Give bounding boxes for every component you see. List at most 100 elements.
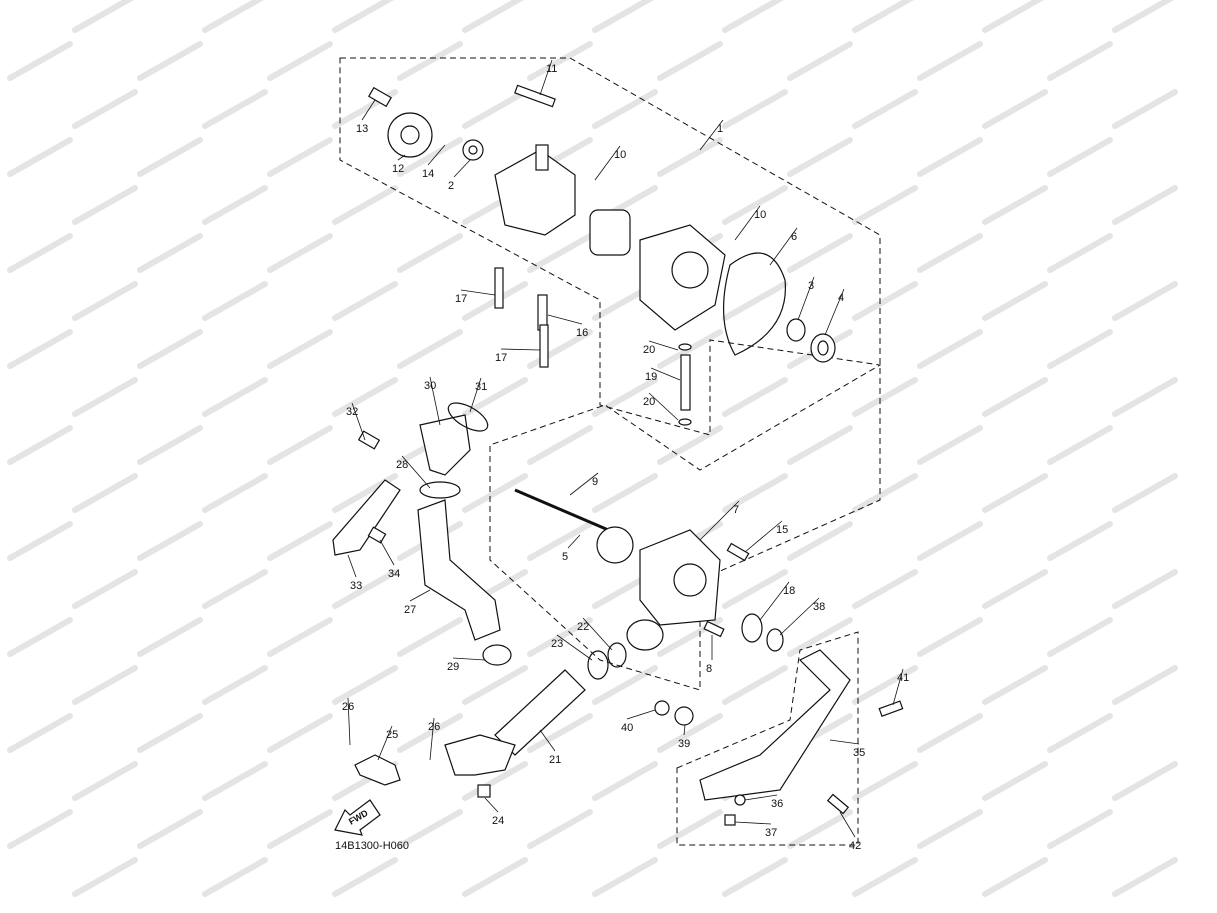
watermark-mark [917,521,983,561]
callout-18: 18 [759,581,795,621]
watermark-mark [722,185,788,225]
pump-housing [494,144,576,236]
watermark-mark [852,0,915,33]
watermark-mark [72,281,138,321]
thermostat-cover-30 [419,414,471,476]
watermark-mark [852,377,918,417]
leader-line [484,797,499,813]
watermark-mark [332,185,398,225]
callout-30: 30 [424,376,441,426]
callout-16: 16 [547,314,588,339]
gasket-6 [723,252,787,356]
leader-line [500,348,541,351]
callout-32: 32 [346,402,366,441]
callout-number: 16 [576,327,588,339]
watermark-mark [137,617,203,657]
watermark-mark [982,473,1048,513]
watermark-mark [7,329,73,369]
callout-9: 9 [569,472,599,496]
watermark-mark [332,665,398,705]
callout-number: 10 [754,209,766,221]
watermark-mark [397,617,463,657]
callout-number: 17 [495,352,507,364]
watermark-mark [657,713,723,753]
watermark-mark [982,569,1048,609]
watermark-mark [267,425,333,465]
watermark-mark [527,521,593,561]
callout-number: 26 [428,721,440,733]
watermark-mark [527,809,593,849]
diagram-code: 14B1300-H060 [335,840,410,852]
sprocket-12 [387,112,433,158]
callout-number: 8 [706,663,712,675]
leader-line [582,617,613,651]
plug-40 [654,700,670,716]
callout-number: 21 [549,754,561,766]
leader-line [699,500,740,541]
callout-number: 3 [808,280,814,292]
pump-cover [639,224,726,331]
watermark-mark [267,233,333,273]
watermark-mark [1112,761,1178,801]
watermark-mark [397,233,463,273]
leader-line [556,634,593,661]
watermark-mark [72,377,138,417]
watermark-mark [1047,425,1113,465]
callout-number: 34 [388,568,400,580]
watermark-mark [657,137,723,177]
watermark-mark [982,665,1048,705]
callout-number: 27 [404,604,416,616]
watermark-mark [917,809,983,849]
watermark-mark [1047,809,1113,849]
callout-number: 33 [350,580,362,592]
watermark-mark [852,89,918,129]
callout-35: 35 [829,739,865,759]
callout-number: 5 [562,551,568,563]
o-ring-31 [447,402,489,432]
watermark-mark [1112,0,1175,33]
callout-number: 19 [645,371,657,383]
watermark-mark [7,617,73,657]
pump-body-7 [626,529,721,651]
callout-number: 18 [783,585,795,597]
leader-line [539,59,553,96]
watermark-mark [917,425,983,465]
leader-line [347,554,357,578]
watermark-mark [202,377,268,417]
bolt-41 [878,700,904,717]
callout-1: 1 [699,119,724,151]
watermark-mark [592,89,658,129]
callout-number: 9 [592,476,598,488]
callout-28: 28 [396,455,431,489]
callout-31: 31 [469,377,487,413]
watermark-mark [787,137,853,177]
watermark-mark [202,281,268,321]
watermark-mark [787,41,853,81]
callout-number: 7 [733,504,739,516]
callout-27: 27 [404,589,431,616]
watermark-mark [202,185,268,225]
watermark-mark [72,569,138,609]
watermark-mark [527,713,593,753]
callout-number: 4 [838,292,844,304]
callout-number: 2 [448,180,454,192]
bolt-8 [703,620,725,638]
watermark-mark [852,761,918,801]
leader-line [460,289,496,296]
callout-number: 20 [643,396,655,408]
hose-27 [417,499,501,641]
watermark-mark [852,185,918,225]
watermark-mark [1112,89,1178,129]
bolt-34 [367,526,387,544]
callout-2: 2 [448,159,471,192]
leader-line [469,377,482,413]
watermark-mark [527,425,593,465]
watermark-mark [137,521,203,561]
watermark-mark [137,329,203,369]
bolt-37 [724,814,736,826]
watermark-mark [982,281,1048,321]
watermark-mark [7,809,73,849]
callout-10: 10 [594,145,626,181]
leader-line [824,288,845,336]
watermark-mark [1112,857,1178,897]
